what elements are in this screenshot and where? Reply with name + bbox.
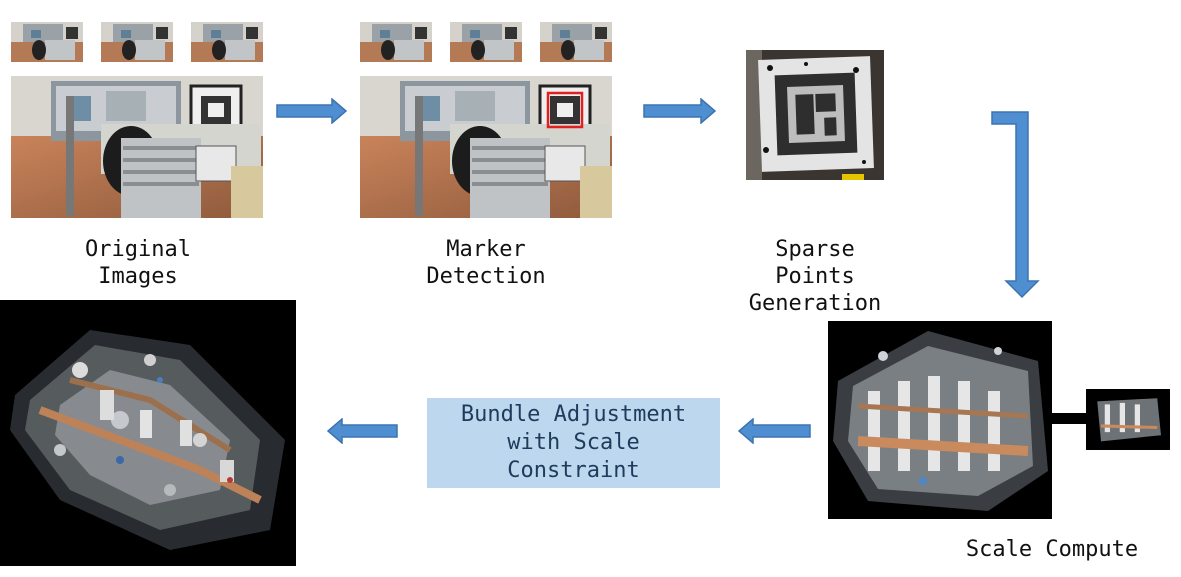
right-arrow-icon bbox=[276, 98, 348, 124]
connector-bar bbox=[1052, 413, 1086, 424]
scale-compute-inset bbox=[1086, 389, 1170, 450]
down-arrow-icon bbox=[991, 111, 1040, 299]
aruco-marker-icon bbox=[746, 50, 884, 180]
original-thumbnail-3 bbox=[191, 22, 263, 62]
detected-marker-box bbox=[546, 91, 584, 129]
left-arrow-icon bbox=[326, 418, 398, 444]
scale-compute-label: Scale Compute bbox=[965, 537, 1139, 562]
original-images-label: Original Images bbox=[85, 237, 191, 289]
final-reconstruction-pointcloud bbox=[0, 300, 296, 566]
bundle-adjustment-label: Bundle Adjustment with Scale Constraint bbox=[460, 402, 687, 483]
bundle-adjustment-box: Bundle Adjustment with Scale Constraint bbox=[427, 398, 720, 488]
marker-thumbnail-2 bbox=[450, 22, 522, 62]
right-arrow-icon bbox=[643, 98, 717, 124]
marker-thumbnail-3 bbox=[540, 22, 612, 62]
original-thumbnail-2 bbox=[101, 22, 173, 62]
original-image bbox=[11, 76, 263, 218]
scale-compute-pointcloud bbox=[828, 321, 1052, 519]
marker-detection-label: Marker Detection bbox=[426, 237, 546, 289]
marker-thumbnail-1 bbox=[360, 22, 432, 62]
left-arrow-icon bbox=[737, 418, 811, 444]
marker-detection-image bbox=[360, 76, 612, 218]
sparse-points-label: Sparse Points Generation bbox=[748, 237, 882, 316]
original-thumbnail-1 bbox=[11, 22, 83, 62]
